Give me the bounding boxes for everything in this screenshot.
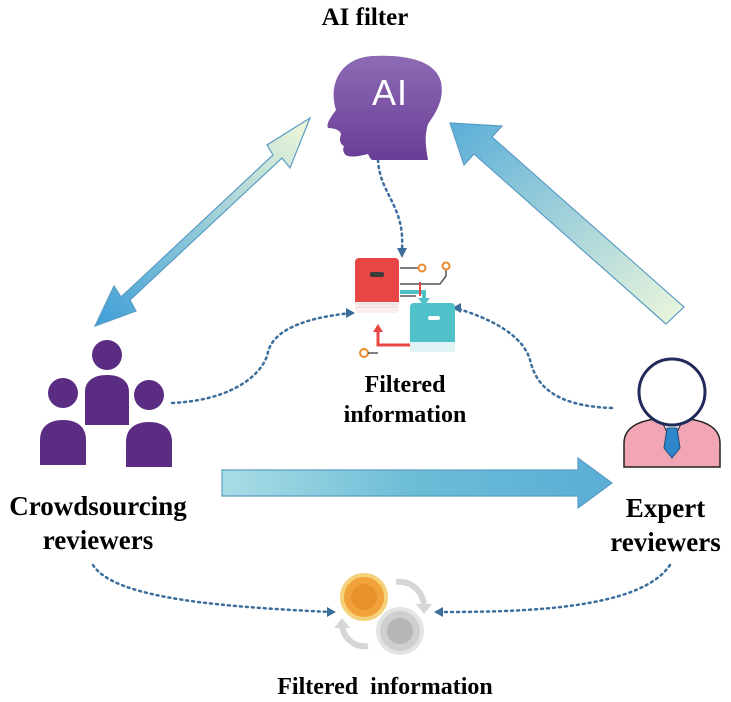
crowd-people-icon	[40, 340, 172, 467]
crowd-to-docs-connector	[170, 311, 354, 405]
expert-to-ai-arrow	[449, 122, 685, 325]
filtered-info-top-label: Filtered information	[320, 370, 490, 430]
connector-arrowheads	[327, 248, 461, 617]
expert-line2: reviewers	[610, 526, 721, 557]
filtered-info-top-line1: Filtered	[364, 372, 446, 398]
crowd-to-cycle-connector	[91, 563, 332, 614]
ai-head-icon	[327, 55, 442, 160]
filtered-info-bottom-label: Filtered information	[277, 674, 493, 700]
cycle-coins-icon	[334, 573, 432, 655]
expert-line1: Expert	[625, 493, 706, 523]
ai-badge-text: AI	[371, 72, 408, 113]
expert-to-cycle-connector	[438, 563, 672, 614]
ai-filter-label: AI filter	[321, 4, 409, 31]
crowdsourcing-reviewers-label: Crowdsourcing reviewers	[0, 490, 196, 558]
dotted-connectors	[91, 158, 672, 614]
filtered-info-top-line2: information	[343, 402, 467, 428]
crowd-line2: reviewers	[42, 524, 154, 555]
expert-person-icon	[623, 357, 721, 468]
filtered-documents-icon	[355, 258, 455, 358]
crowd-to-expert-arrow	[221, 456, 614, 510]
ai-to-docs-connector	[376, 158, 404, 252]
crowd-line1: Crowdsourcing	[9, 491, 187, 521]
expert-to-docs-connector	[453, 306, 614, 410]
ai-crowd-double-arrow	[93, 116, 312, 328]
expert-reviewers-label: Expert reviewers	[600, 492, 731, 560]
